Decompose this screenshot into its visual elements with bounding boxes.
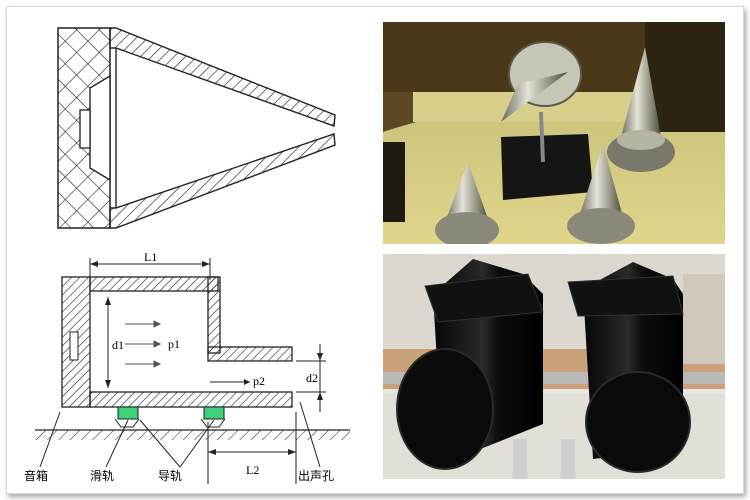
slide-rail: [117, 406, 139, 420]
label-speaker-box: 音箱: [24, 468, 48, 483]
photo-black-speakers: [383, 254, 725, 479]
label-outlet: 出声孔: [298, 469, 334, 483]
label-d2: d2: [306, 371, 318, 385]
label-p1: p1: [168, 337, 180, 351]
label-d1: d1: [112, 338, 124, 352]
label-guide-rail: 导轨: [158, 469, 182, 483]
horn-section-drawing: [57, 27, 336, 229]
label-slide-rail: 滑轨: [90, 469, 114, 483]
speaker-schematic-drawing: L1 d1 p1 p2 d2 L2 音箱 滑轨 导轨 出声孔: [24, 252, 350, 484]
horn-wall-top: [109, 27, 336, 127]
label-L1: L1: [144, 252, 157, 264]
horn-wall-bottom: [109, 133, 336, 229]
label-p2: p2: [253, 374, 265, 388]
guide-rail: [203, 406, 225, 420]
label-L2: L2: [246, 463, 259, 477]
bottom-wall: [89, 391, 293, 408]
photo-conical-horns: [383, 22, 725, 244]
